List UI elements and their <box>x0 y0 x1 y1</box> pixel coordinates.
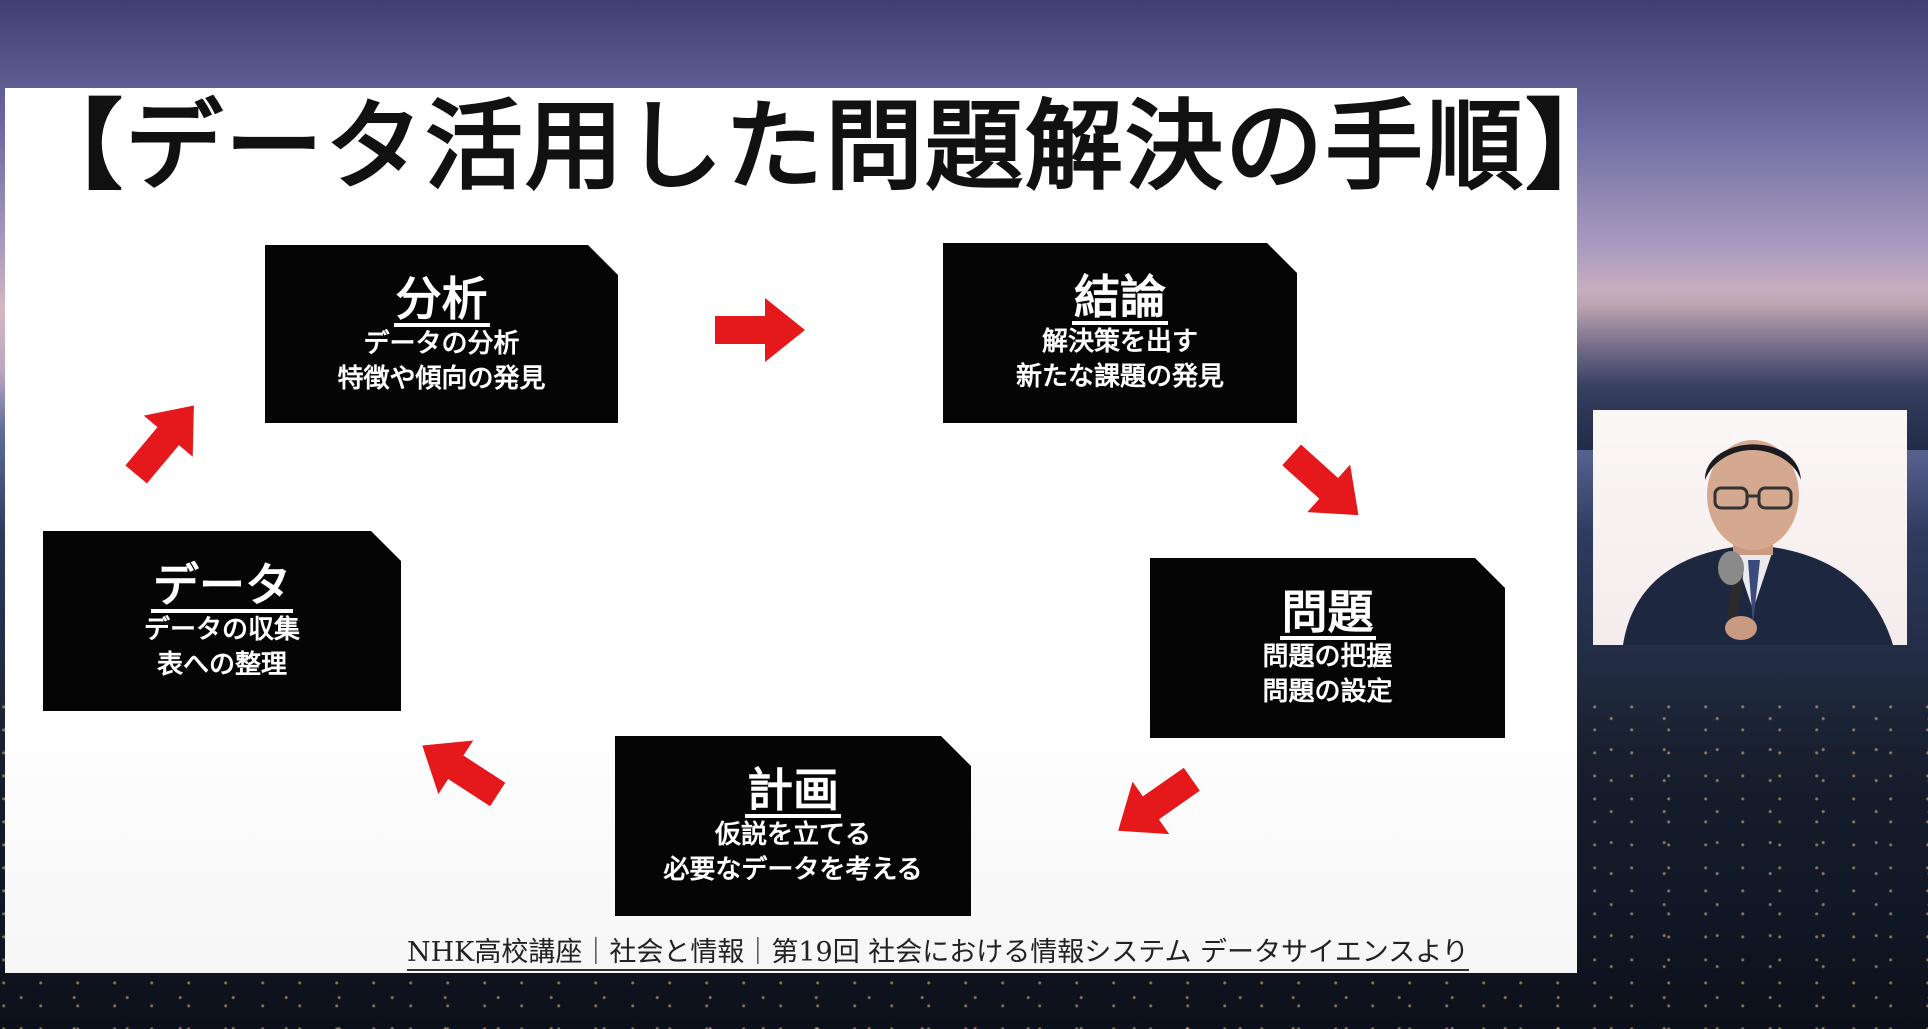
step-line: 新たな課題の発見 <box>1015 362 1224 393</box>
red-arrow-icon <box>422 740 506 807</box>
red-arrow-icon <box>1118 767 1200 835</box>
presentation-slide: 【データ活用した問題解決の手順】 分析 データの分析 特徴や傾向の発見 結論 解… <box>5 88 1623 973</box>
step-box-plan: 計画 仮説を立てる 必要なデータを考える <box>615 736 971 916</box>
red-arrow-icon <box>715 298 805 362</box>
step-box-problem: 問題 問題の把握 問題の設定 <box>1150 558 1505 738</box>
step-line: データの分析 <box>363 329 520 360</box>
step-line: 問題の設定 <box>1262 677 1393 708</box>
speaker-video-inset <box>1593 410 1907 645</box>
step-line: 必要なデータを考える <box>663 855 923 886</box>
source-citation: NHK高校講座｜社会と情報｜第19回 社会における情報システム データサイエンス… <box>407 930 1469 971</box>
step-box-analysis: 分析 データの分析 特徴や傾向の発見 <box>265 245 618 423</box>
step-title: 結論 <box>1074 270 1166 324</box>
step-title: 問題 <box>1281 585 1374 639</box>
red-arrow-icon <box>1282 444 1359 516</box>
step-line: データの収集 <box>143 615 300 646</box>
step-title: データ <box>153 558 291 612</box>
step-line: 表への整理 <box>156 650 287 681</box>
step-box-data: データ データの収集 表への整理 <box>43 531 401 711</box>
step-box-conclusion: 結論 解決策を出す 新たな課題の発見 <box>943 243 1297 423</box>
step-line: 仮説を立てる <box>714 820 871 851</box>
step-title: 分析 <box>395 272 488 326</box>
step-title: 計画 <box>747 763 839 817</box>
step-line: 特徴や傾向の発見 <box>337 364 546 395</box>
speaker-icon <box>1623 440 1893 645</box>
step-line: 解決策を出す <box>1041 327 1198 358</box>
red-arrow-icon <box>125 405 194 484</box>
step-line: 問題の把握 <box>1262 642 1393 673</box>
slide-title: 【データ活用した問題解決の手順】 <box>25 90 1626 204</box>
